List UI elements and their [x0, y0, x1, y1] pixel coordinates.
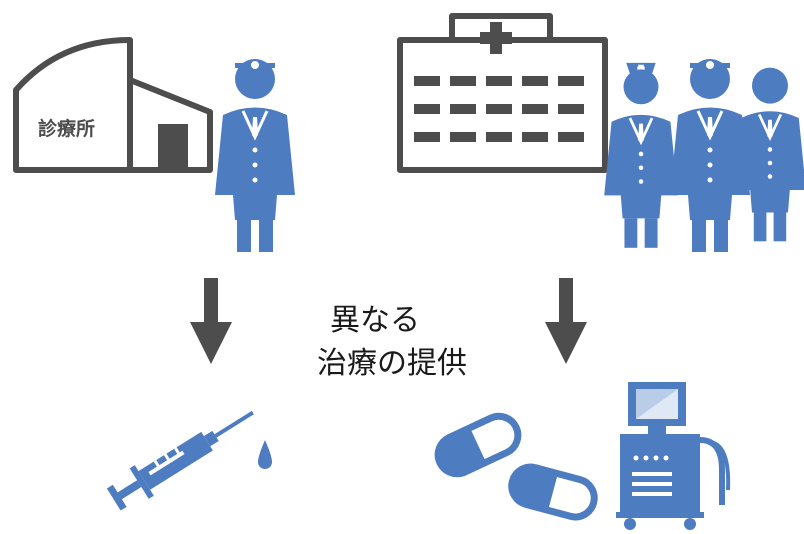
capsule-icon: [434, 412, 522, 478]
syringe-icon: [106, 410, 254, 511]
down-arrow-icon: [190, 278, 232, 364]
doctor-icon: [213, 59, 297, 254]
doctor-icon: [732, 67, 804, 243]
capsule-icon: [508, 463, 598, 521]
caption-line-1: 異なる: [330, 303, 420, 338]
clinic-building-icon: 診療所: [13, 37, 213, 173]
doctor-icon: [668, 59, 752, 254]
medical-machine-icon: [616, 382, 731, 530]
caption-line-2: 治療の提供: [317, 346, 467, 381]
down-arrow-icon: [545, 278, 587, 364]
hospital-building-icon: [397, 13, 608, 173]
droplet-icon: [258, 440, 272, 469]
clinic-label: 診療所: [38, 117, 95, 140]
nurse-icon: [602, 62, 680, 250]
